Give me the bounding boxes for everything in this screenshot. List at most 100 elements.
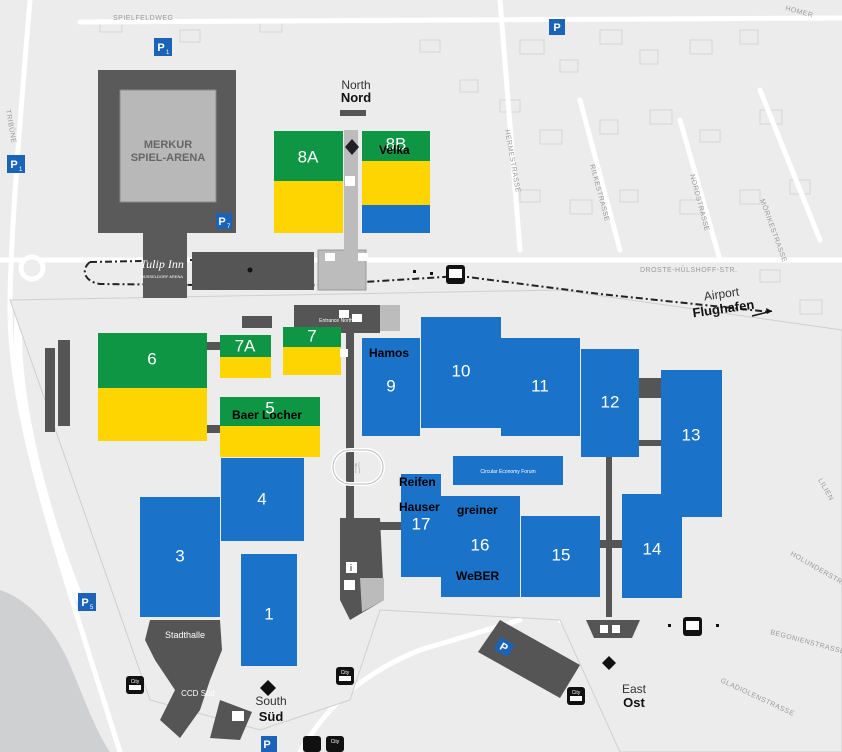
direction-east-icon [602,656,616,670]
south-label-en: South [255,694,286,708]
direction-north-icon [345,139,359,155]
p5-text: P [81,597,88,609]
east-spine [606,457,612,617]
p5-sub: 5 [90,605,94,611]
svg-text:City: City [331,739,340,745]
north-gate [340,110,366,116]
stadthalle-label: Stadthalle [165,630,205,640]
parking-p-bottom[interactable]: P [261,736,277,752]
south-hub-accent [360,578,384,612]
parking-p7[interactable]: P 7 [216,213,232,230]
hall-15[interactable]: 15 [521,516,600,597]
hall-5[interactable]: 5 Baer Locher [220,397,320,457]
hall-12[interactable]: 12 [581,349,639,457]
p7-text: P [218,216,225,228]
hall-13-label: 13 [682,425,701,444]
arena-name-line2: SPIEL-ARENA [131,152,206,164]
bus-icons-bottom[interactable]: City [303,736,344,752]
circular-economy-forum[interactable]: Circular Economy Forum [453,456,563,485]
walkway-dot [247,267,253,273]
hall-16-label: 16 [471,535,490,554]
city-bus-icon-east[interactable]: City [567,687,585,705]
p1-left-sub: 1 [19,167,23,173]
hall-12-13-connector [639,378,661,398]
hall-14[interactable]: 14 [622,494,682,598]
hall-11[interactable]: 11 [501,338,580,436]
hall-7[interactable]: 7 [283,326,341,375]
hall-4[interactable]: 4 [221,458,304,541]
p-top-right-text: P [553,22,560,34]
exhibitor-weber: WeBER [456,569,499,583]
bus-icon[interactable] [446,265,465,284]
hall-8b[interactable]: 8B Velka [362,131,430,233]
toilet-icon [232,176,620,721]
hall-4-label: 4 [257,489,266,508]
east-label-de: Ost [623,695,645,710]
hall-5-label: 5 [265,398,274,417]
street-spielfeldweg: SPIELFELDWEG [113,15,173,22]
hall-3[interactable]: 3 [140,497,220,617]
parking-p1-left[interactable]: P 1 [7,155,25,173]
city-bus-icon-center[interactable]: City [336,667,354,685]
airport-label-en: Airport [703,285,741,304]
spine-connector [380,522,402,530]
parking-p-top-right[interactable]: P [549,19,565,35]
hall-3-label: 3 [175,546,184,565]
hall-10[interactable]: 10 [421,317,501,428]
hall-9[interactable]: 9 Hamos [362,338,420,436]
east-parking-building[interactable]: P [478,620,580,698]
exhibitor-hamos: Hamos [369,346,409,360]
south-label-de: Süd [259,709,284,724]
hall-7a[interactable]: 7A [220,335,271,378]
hall-6-connector-lower [207,425,221,433]
hall-17-label: 17 [412,514,431,533]
merkur-spiel-arena: MERKUR SPIEL-ARENA [98,70,236,233]
hall-16[interactable]: 16 greiner WeBER [441,496,520,597]
restaurant-icon: 🍴 [352,461,364,474]
north-connector [143,233,187,298]
svg-text:City: City [131,679,140,685]
svg-text:City: City [341,670,350,676]
north-walkway [192,252,314,290]
p1-top-text: P [157,42,164,54]
exhibitor-baer: Baer [232,408,259,422]
track-dots [413,270,719,627]
city-bus-icon-left[interactable]: City [126,676,144,694]
hall-8a[interactable]: 8A [274,131,343,233]
hall-9-label: 9 [386,376,395,395]
ccd-annex [210,700,252,740]
hall-7a-label: 7A [235,336,256,355]
hall-11-label: 11 [531,376,549,395]
hall-6-connector [207,342,221,350]
hall-8a-label: 8A [298,147,319,166]
parking-p5[interactable]: P 5 [78,593,96,611]
hall-12-13-connector-lower [639,440,661,446]
exhibitor-velka: Velka [379,143,410,157]
hall-8b-label: 8B [386,134,407,153]
forum-label: Circular Economy Forum [480,469,535,475]
hotel-sub: DÜSSELDORF ARENA [141,274,183,279]
taxi-icon[interactable] [683,617,702,636]
direction-south-icon [260,680,276,696]
stadthalle-ccd[interactable]: Stadthalle CCD Süd [145,620,252,740]
hall-1-label: 1 [264,604,273,623]
entrance-north-label: Entrance North [319,318,353,324]
hall-6[interactable]: 6 [98,333,207,441]
airport-arrowhead-icon [766,308,772,314]
hall-13[interactable]: 13 [661,370,722,517]
hall-17[interactable]: 17 Reifen Hauser [399,474,441,577]
p1-top-sub: 1 [166,50,170,56]
p1-left-text: P [10,159,17,171]
hall-6-label: 6 [147,349,156,368]
hall-14-label: 14 [643,539,662,558]
entrance-annex [242,316,272,328]
hall-1[interactable]: 1 [241,554,297,666]
central-spine [346,333,354,523]
parking-p1-top[interactable]: P 1 [154,38,172,56]
east-label-en: East [622,682,647,696]
north-label-en: North [341,78,370,92]
hall-10-label: 10 [452,361,471,380]
p7-sub: 7 [227,224,231,230]
hotel-name: Tulip Inn [140,257,184,271]
ccd-label: CCD Süd [181,689,215,698]
